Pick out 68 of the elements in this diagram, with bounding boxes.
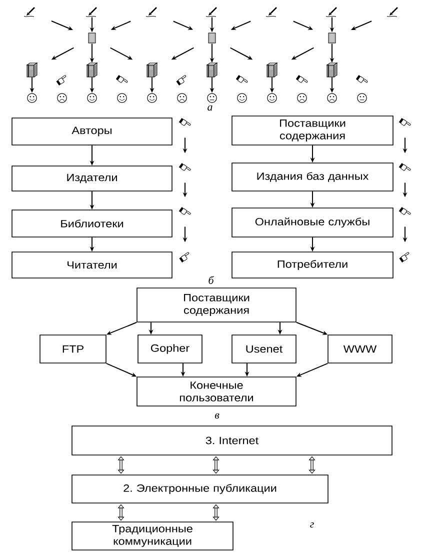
hand-icon [116,75,128,83]
smiling-face-icon [27,93,37,103]
smiling-face-icon [267,93,277,103]
part-label: б [208,276,214,284]
process-box: Библиотеки [12,210,172,238]
process-box: Потребители [232,252,394,278]
process-box: Поставщики содержания [232,116,394,146]
double-arrow [308,456,316,474]
process-box: WWW [328,334,392,364]
process-box: 2. Электронные публикации [72,474,328,504]
hand-icon [296,75,308,83]
neutral-face-icon [207,93,217,103]
part-label: г [310,522,314,528]
hand-icon [399,252,410,262]
hand-icon [176,75,186,86]
book-icon [86,62,98,78]
process-box: Конечные пользователи [136,376,296,406]
book-icon [26,62,38,78]
smiling-face-icon [147,93,157,103]
double-arrow [212,504,220,521]
process-box: Читатели [12,252,172,278]
process-box: Традиционные коммуникации [72,522,234,550]
hand-icon [398,163,411,171]
sad-face-icon [57,93,67,103]
smiling-face-icon [117,93,127,103]
book-icon [326,62,338,78]
hand-icon [56,75,66,86]
process-box: Usenet [232,334,296,364]
page-icon [208,32,216,44]
process-box: Gopher [138,334,202,364]
double-arrow [212,456,220,474]
sad-face-icon [177,93,187,103]
hand-icon [398,118,411,126]
double-arrow [118,456,124,474]
smiling-face-icon [87,93,97,103]
pen-icon [146,7,157,17]
process-box: Авторы [12,118,172,146]
part-label: в [214,413,220,419]
hand-icon [178,163,191,171]
book-icon [146,62,158,78]
process-box: 3. Internet [72,426,392,456]
page-icon [88,32,96,44]
process-box: Издатели [12,166,172,192]
book-icon [266,62,278,78]
page-icon [328,32,336,44]
process-box: FTP [40,334,106,364]
process-box: Издания баз данных [232,162,394,192]
pen-icon [24,7,35,17]
sad-face-icon [327,93,337,103]
hand-icon [178,207,191,215]
process-box: Поставщики содержания [136,288,296,322]
hand-icon [356,75,368,83]
process-box: Онлайновые службы [232,208,394,238]
pen-icon [266,7,277,17]
part-label: а [208,105,212,111]
hand-icon [398,207,411,215]
pen-icon [326,7,337,17]
smiling-face-icon [237,93,247,103]
sad-face-icon [297,93,307,103]
pen-icon [386,7,398,17]
hand-icon [236,75,248,83]
neutral-face-icon [357,93,367,103]
hand-icon [179,252,190,262]
book-icon [206,62,218,78]
pen-icon [86,7,97,17]
pen-icon [206,7,217,17]
double-arrow [118,504,124,521]
hand-icon [178,118,191,126]
